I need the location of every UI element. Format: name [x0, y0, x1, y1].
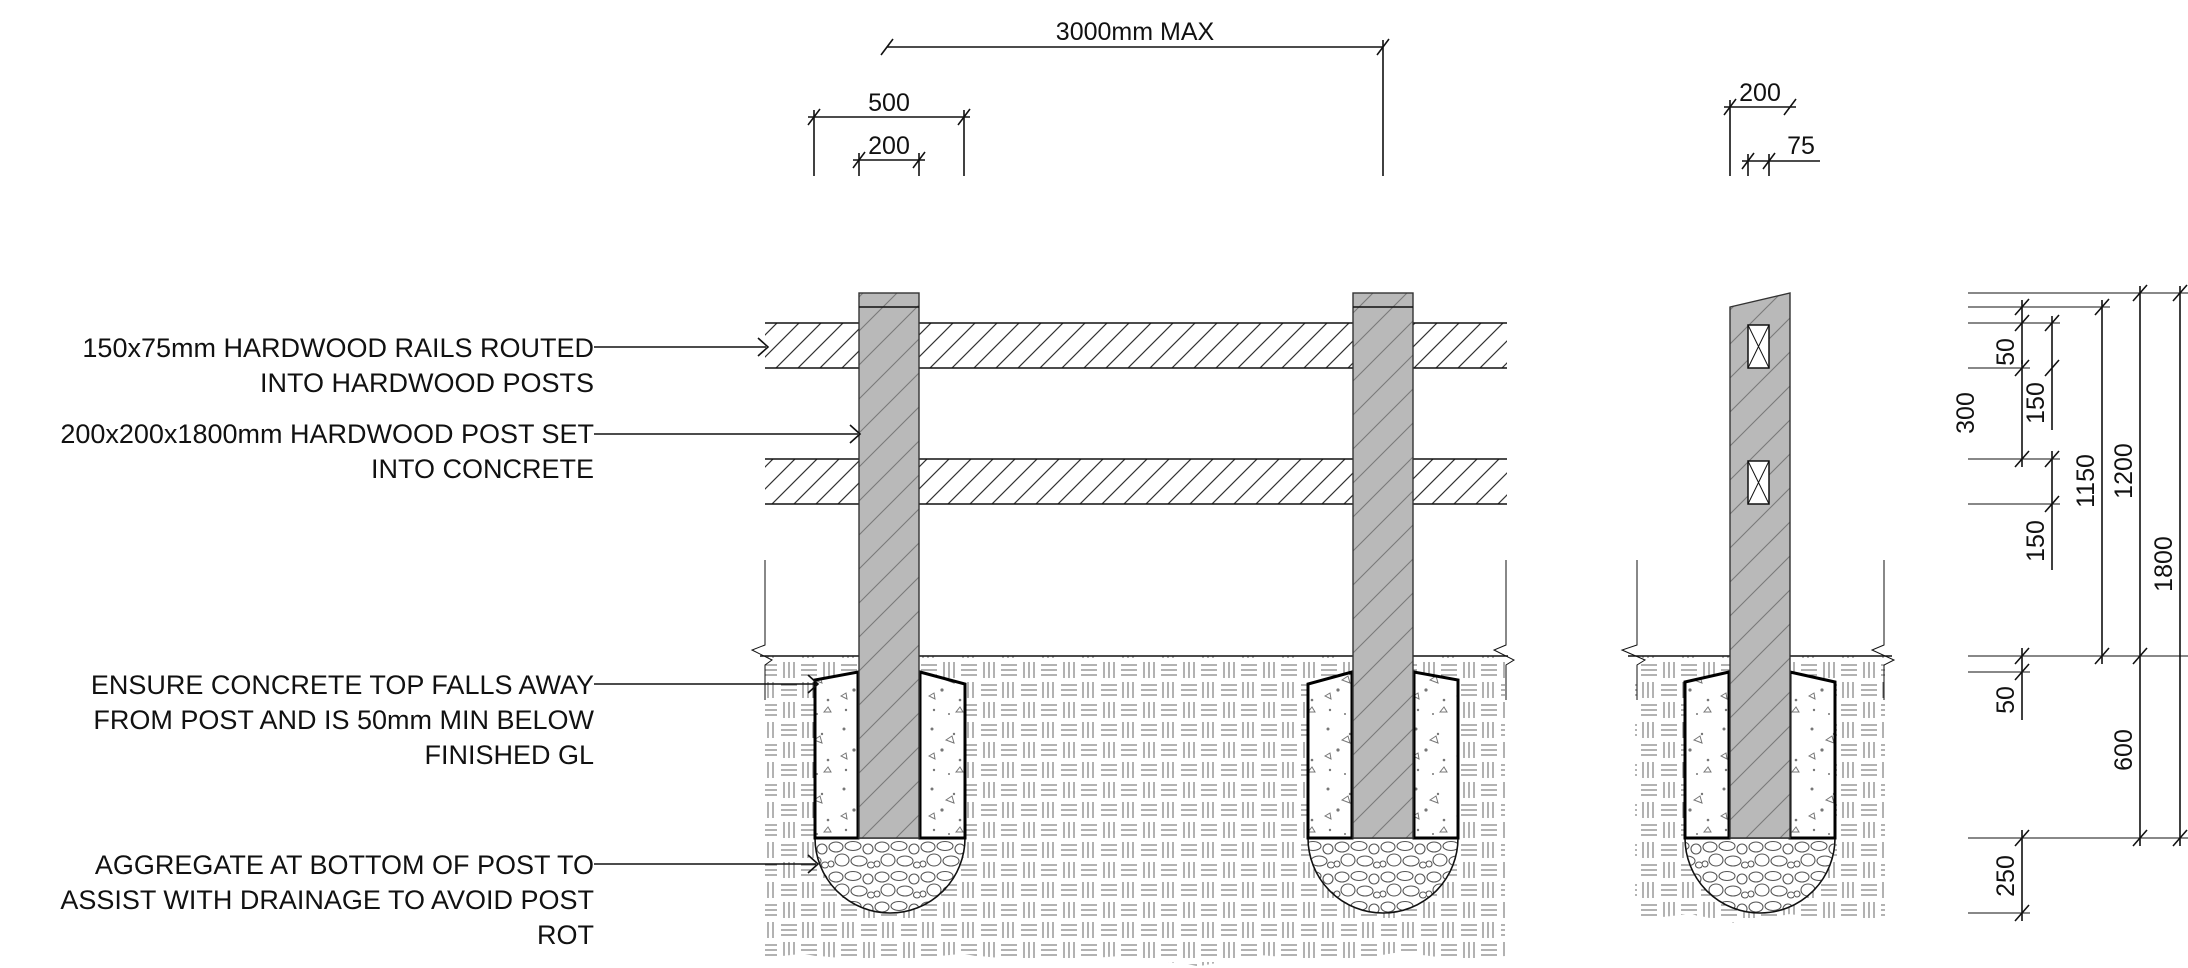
- rail-mortise-top: [1747, 324, 1770, 369]
- break-line-side-left: [1620, 560, 1647, 700]
- footing-left: [813, 670, 967, 914]
- note-post: 200x200x1800mm HARDWOOD POST SET INTO CO…: [60, 419, 862, 484]
- aggregate-left: [814, 837, 966, 914]
- aggregate-depth-label: 250: [1992, 855, 2020, 897]
- break-line-right: [1492, 560, 1516, 700]
- embedment-label: 600: [2110, 729, 2138, 771]
- front-elevation: [750, 292, 1516, 966]
- svg-text:ASSIST WITH DRAINAGE TO AVOID: ASSIST WITH DRAINAGE TO AVOID POST: [60, 885, 594, 915]
- svg-text:200x200x1800mm HARDWOOD POST S: 200x200x1800mm HARDWOOD POST SET: [60, 419, 594, 449]
- aggregate-right: [1307, 837, 1459, 914]
- svg-text:ROT: ROT: [537, 920, 594, 950]
- span-label: 3000mm MAX: [1056, 18, 1215, 46]
- note-aggregate: AGGREGATE AT BOTTOM OF POST TO ASSIST WI…: [60, 850, 820, 950]
- rail-spacing-label: 300: [1952, 392, 1980, 434]
- svg-text:AGGREGATE AT BOTTOM OF POST TO: AGGREGATE AT BOTTOM OF POST TO: [95, 850, 594, 880]
- svg-text:INTO CONCRETE: INTO CONCRETE: [371, 454, 594, 484]
- post-width-front-label: 200: [868, 132, 910, 160]
- side-elevation: [1620, 292, 1896, 924]
- post-side: [1729, 292, 1791, 839]
- dimension-span: 3000mm MAX: [880, 18, 1390, 176]
- footing-width-label: 500: [868, 89, 910, 117]
- dimension-chain: [2014, 284, 2188, 922]
- footing-right: [1306, 670, 1460, 914]
- dimension-rail-depth: 75: [1741, 132, 1820, 176]
- rail-height-top-label: 150: [2022, 382, 2050, 424]
- dimension-labels-vertical: 50 300 150 150 1150 1200 1800 50 600 250: [1952, 338, 2178, 897]
- svg-text:FROM POST AND IS 50mm MIN BELO: FROM POST AND IS 50mm MIN BELOW: [93, 705, 594, 735]
- note-concrete: ENSURE CONCRETE TOP FALLS AWAY FROM POST…: [91, 670, 820, 770]
- dimension-extension-lines: [1968, 292, 2188, 914]
- svg-text:INTO HARDWOOD POSTS: INTO HARDWOOD POSTS: [260, 368, 594, 398]
- lower-rail-height-label: 1150: [2072, 454, 2100, 508]
- concrete-recess-label: 50: [1992, 686, 2020, 714]
- post-total-label: 1800: [2150, 536, 2178, 592]
- dimension-footing-width: 500: [807, 89, 971, 176]
- top-to-rail-label: 50: [1992, 338, 2020, 366]
- dimension-post-width-front: 200: [852, 132, 926, 176]
- rail-mortise-bottom: [1747, 460, 1770, 505]
- aggregate-side: [1684, 837, 1836, 914]
- note-rails: 150x75mm HARDWOOD RAILS ROUTED INTO HARD…: [82, 333, 770, 398]
- post-right: [1352, 292, 1414, 839]
- break-line-left: [750, 560, 773, 700]
- svg-text:150x75mm HARDWOOD RAILS ROUTED: 150x75mm HARDWOOD RAILS ROUTED: [82, 333, 594, 363]
- break-line-side-right: [1870, 560, 1896, 700]
- rail-height-bottom-label: 150: [2022, 520, 2050, 562]
- svg-text:ENSURE CONCRETE TOP FALLS AWAY: ENSURE CONCRETE TOP FALLS AWAY: [91, 670, 594, 700]
- rail-depth-label: 75: [1787, 132, 1815, 160]
- post-above-ground-label: 1200: [2110, 443, 2138, 499]
- post-left: [858, 292, 920, 839]
- dimension-post-width-side: 200: [1723, 79, 1797, 176]
- svg-text:FINISHED GL: FINISHED GL: [424, 740, 594, 770]
- post-width-side-label: 200: [1739, 79, 1781, 107]
